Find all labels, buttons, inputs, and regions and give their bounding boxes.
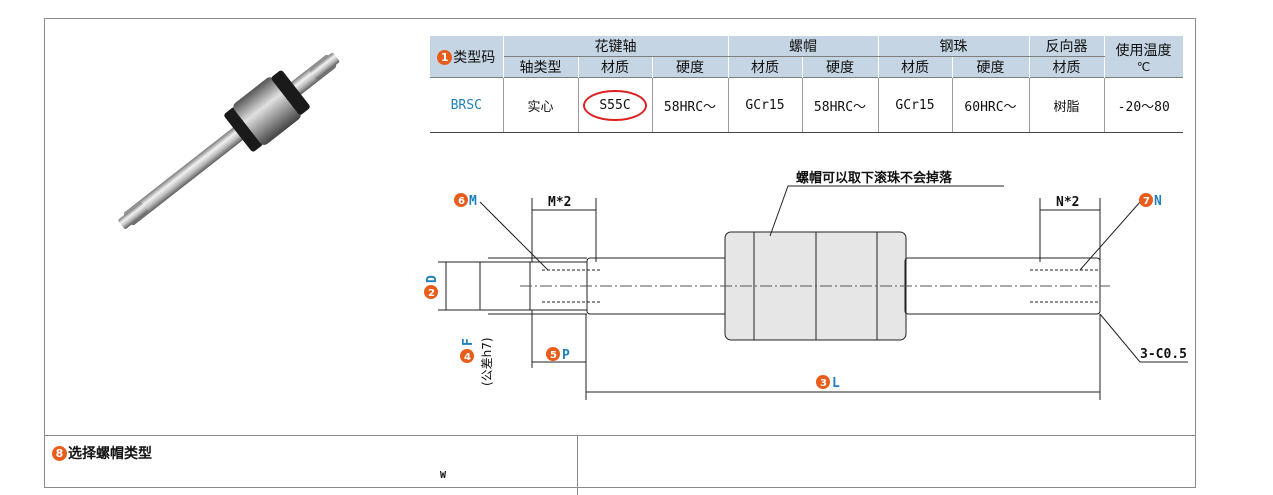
w-label: W	[440, 470, 447, 481]
cell-temp-range: -20～80	[1104, 77, 1183, 133]
cell-shaft-hardness: 58HRC～	[652, 77, 729, 133]
header-reverser: 反向器	[1029, 36, 1105, 57]
l-label: L	[832, 376, 840, 391]
header-temp: 使用温度 ℃	[1104, 36, 1184, 78]
highlight-circle: S55C	[583, 89, 647, 121]
cell-code: BRSC	[430, 77, 504, 133]
column-divider	[577, 435, 578, 495]
svg-text:6: 6	[458, 196, 465, 207]
badge-8: 8	[52, 446, 67, 461]
n2-label: N*2	[1056, 195, 1079, 210]
badge-3	[816, 375, 830, 389]
header-ball: 钢珠	[878, 36, 1030, 57]
sub-nut-hardness: 硬度	[802, 56, 879, 78]
section-divider	[44, 435, 1196, 436]
sub-nut-material: 材质	[728, 56, 803, 78]
m-label: M	[469, 194, 477, 209]
svg-text:7: 7	[1143, 196, 1150, 207]
cell-nut-hardness: 58HRC～	[802, 77, 879, 133]
m2-label: M*2	[548, 195, 571, 210]
sub-shaft-hardness: 硬度	[652, 56, 729, 78]
f-label: F	[461, 338, 476, 346]
badge-6	[454, 193, 468, 207]
technical-drawing: 螺帽可以取下滚珠不会掉落 M*2 N*2 6 M 7 N 2 D 4 F (公差…	[424, 170, 1188, 400]
header-spline-shaft: 花键轴	[503, 36, 729, 57]
cell-shaft-material: S55C	[578, 77, 653, 133]
cell-nut-material: GCr15	[728, 77, 803, 133]
header-nut: 螺帽	[728, 36, 879, 57]
cell-shaft-type: 实心	[503, 77, 579, 133]
n-label: N	[1154, 194, 1162, 209]
sub-ball-hardness: 硬度	[952, 56, 1030, 78]
badge-4	[460, 349, 474, 363]
cell-ball-hardness: 60HRC～	[952, 77, 1030, 133]
table-row: BRSC 实心 S55C 58HRC～ GCr15 58HRC～ GCr15 6…	[430, 77, 1183, 133]
badge-1: 1	[437, 49, 453, 65]
cell-reverser-material: 树脂	[1029, 77, 1105, 133]
sub-shaft-material: 材质	[578, 56, 653, 78]
svg-text:5: 5	[550, 350, 557, 361]
shaft-left-end	[529, 261, 588, 311]
sub-ball-material: 材质	[878, 56, 953, 78]
sub-shaft-type: 轴类型	[503, 56, 579, 78]
badge-7	[1139, 193, 1153, 207]
product-photo	[118, 52, 340, 229]
sub-reverser-material: 材质	[1029, 56, 1105, 78]
f-tolerance-label: (公差h7)	[480, 337, 494, 386]
note-label: 螺帽可以取下滚珠不会掉落	[796, 170, 953, 186]
p-label: P	[562, 348, 570, 363]
svg-text:3: 3	[820, 378, 827, 389]
cell-ball-material: GCr15	[878, 77, 953, 133]
svg-text:2: 2	[428, 288, 435, 299]
badge-5	[546, 347, 560, 361]
chamfer-label: 3-C0.5	[1140, 347, 1187, 362]
d-label: D	[425, 275, 440, 283]
badge-2	[424, 285, 438, 299]
svg-text:4: 4	[464, 352, 471, 363]
